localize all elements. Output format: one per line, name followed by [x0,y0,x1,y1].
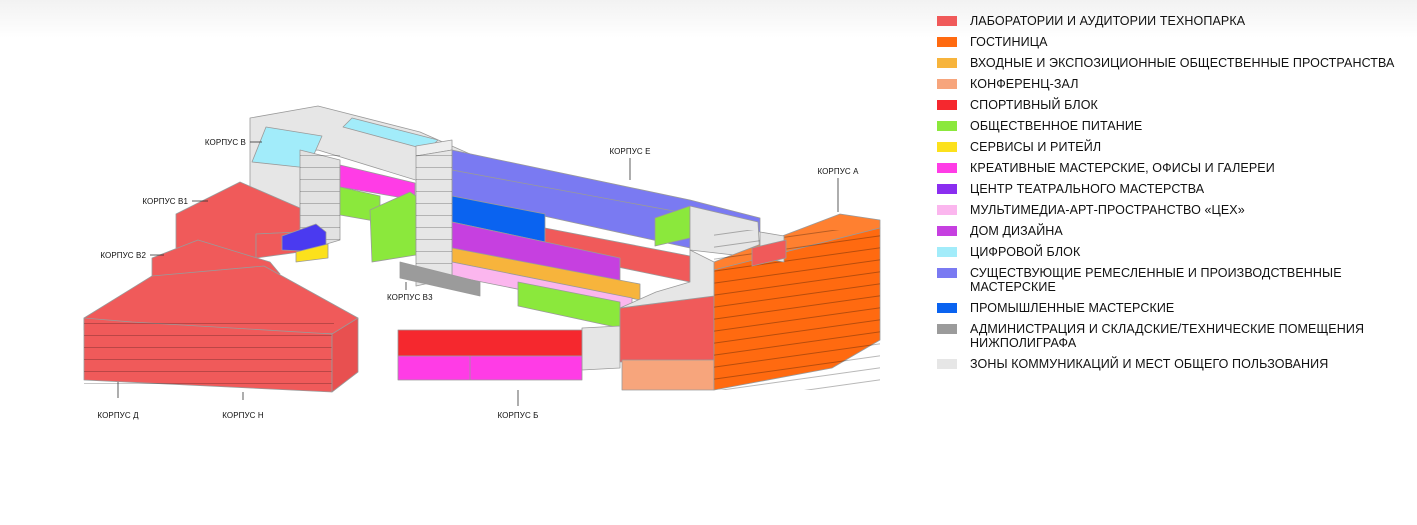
korpus-a-red-link [751,239,787,267]
korpus-a-floors [714,230,880,390]
legend-item-creative-workshops: КРЕАТИВНЫЕ МАСТЕРСКИЕ, ОФИСЫ И ГАЛЕРЕИ [937,161,1407,175]
legend-label: АДМИНИСТРАЦИЯ И СКЛАДСКИЕ/ТЕХНИЧЕСКИЕ ПО… [970,322,1365,350]
korpus-b-creative [397,355,583,381]
legend-swatch [937,324,957,334]
legend-item-hotel: ГОСТИНИЦА [937,35,1407,49]
korpus-n-side [331,317,359,393]
legend-item-administration: АДМИНИСТРАЦИЯ И СКЛАДСКИЕ/ТЕХНИЧЕСКИЕ ПО… [937,322,1407,350]
legend-label: ЛАБОРАТОРИИ И АУДИТОРИИ ТЕХНОПАРКА [970,14,1246,28]
legend-swatch [937,79,957,89]
legend-label: СЕРВИСЫ И РИТЕЙЛ [970,140,1102,154]
legend-label: ПРОМЫШЛЕННЫЕ МАСТЕРСКИЕ [970,301,1175,315]
label-korpus-d: КОРПУС Д [97,411,139,420]
legend-label: МУЛЬТИМЕДИА-АРТ-ПРОСТРАНСТВО «ЦЕХ» [970,203,1245,217]
legend: ЛАБОРАТОРИИ И АУДИТОРИИ ТЕХНОПАРКА ГОСТИН… [937,14,1407,378]
korpus-v1-retail [295,243,329,263]
legend-swatch [937,16,957,26]
label-korpus-v3: КОРПУС В3 [387,293,433,302]
legend-label: КОНФЕРЕНЦ-ЗАЛ [970,77,1079,91]
legend-swatch [937,37,957,47]
legend-item-theatre-center: ЦЕНТР ТЕАТРАЛЬНОГО МАСТЕРСТВА [937,182,1407,196]
korpus-b-sports [397,329,583,357]
legend-item-entrance-spaces: ВХОДНЫЕ И ЭКСПОЗИЦИОННЫЕ ОБЩЕСТВЕННЫЕ ПР… [937,56,1407,70]
legend-label: ОБЩЕСТВЕННОЕ ПИТАНИЕ [970,119,1143,133]
legend-label: СУЩЕСТВУЮЩИЕ РЕМЕСЛЕННЫЕ И ПРОИЗВОДСТВЕН… [970,266,1342,294]
legend-swatch [937,268,957,278]
legend-swatch [937,100,957,110]
legend-label: КРЕАТИВНЫЕ МАСТЕРСКИЕ, ОФИСЫ И ГАЛЕРЕИ [970,161,1275,175]
legend-label: СПОРТИВНЫЙ БЛОК [970,98,1098,112]
korpus-b-connector [581,325,621,371]
legend-swatch [937,121,957,131]
legend-swatch [937,303,957,313]
legend-label: ЦЕНТР ТЕАТРАЛЬНОГО МАСТЕРСТВА [970,182,1205,196]
korpus-v-digital-roof-2 [342,117,439,151]
legend-label: ВХОДНЫЕ И ЭКСПОЗИЦИОННЫЕ ОБЩЕСТВЕННЫЕ ПР… [970,56,1395,70]
korpus-v1-theatre [281,223,327,253]
legend-item-catering: ОБЩЕСТВЕННОЕ ПИТАНИЕ [937,119,1407,133]
legend-swatch [937,58,957,68]
label-korpus-v2: КОРПУС В2 [100,251,146,260]
label-korpus-b: КОРПУС Б [497,411,538,420]
korpus-n-floors [84,320,334,392]
label-korpus-n: КОРПУС Н [222,411,264,420]
label-korpus-e: КОРПУС Е [609,147,650,156]
legend-item-services-retail: СЕРВИСЫ И РИТЕЙЛ [937,140,1407,154]
korpus-v3-admin [399,261,481,297]
legend-item-digital-block: ЦИФРОВОЙ БЛОК [937,245,1407,259]
label-korpus-v1: КОРПУС В1 [142,197,188,206]
legend-swatch [937,163,957,173]
legend-swatch [937,226,957,236]
legend-label: ЦИФРОВОЙ БЛОК [970,245,1081,259]
legend-label: ЗОНЫ КОММУНИКАЦИЙ И МЕСТ ОБЩЕГО ПОЛЬЗОВА… [970,357,1329,371]
legend-item-conference-hall: КОНФЕРЕНЦ-ЗАЛ [937,77,1407,91]
legend-item-sports-block: СПОРТИВНЫЙ БЛОК [937,98,1407,112]
legend-swatch [937,142,957,152]
legend-label: ГОСТИНИЦА [970,35,1048,49]
building-diagram: КОРПУС В КОРПУС В1 КОРПУС В2 КОРПУС В3 К… [83,105,881,420]
label-korpus-v: КОРПУС В [205,138,246,147]
label-korpus-a: КОРПУС А [817,167,859,176]
legend-item-craft-workshops: СУЩЕСТВУЮЩИЕ РЕМЕСЛЕННЫЕ И ПРОИЗВОДСТВЕН… [937,266,1407,294]
legend-item-multimedia-art: МУЛЬТИМЕДИА-АРТ-ПРОСТРАНСТВО «ЦЕХ» [937,203,1407,217]
legend-item-design-house: ДОМ ДИЗАЙНА [937,224,1407,238]
central-core-floors [416,150,452,286]
korpus-b-conference [621,359,715,391]
legend-swatch [937,205,957,215]
legend-swatch [937,359,957,369]
legend-item-common-areas: ЗОНЫ КОММУНИКАЦИЙ И МЕСТ ОБЩЕГО ПОЛЬЗОВА… [937,357,1407,371]
korpus-a-corner [619,249,715,309]
legend-swatch [937,184,957,194]
legend-item-industrial-workshops: ПРОМЫШЛЕННЫЕ МАСТЕРСКИЕ [937,301,1407,315]
legend-label: ДОМ ДИЗАЙНА [970,224,1063,238]
legend-swatch [937,247,957,257]
legend-item-labs: ЛАБОРАТОРИИ И АУДИТОРИИ ТЕХНОПАРКА [937,14,1407,28]
